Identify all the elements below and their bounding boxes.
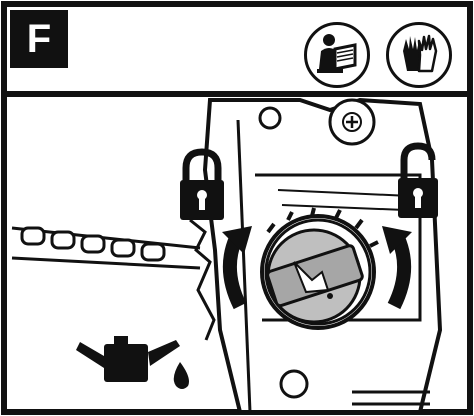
illustration-canvas [0, 94, 474, 416]
step-letter-badge: F [10, 10, 68, 68]
oil-can-icon [76, 336, 189, 389]
read-manual-icon [304, 22, 370, 88]
saw-chain [12, 220, 214, 340]
gloves-glyph [389, 25, 449, 85]
panel-header: F [0, 0, 474, 94]
chain-oil-cap-illustration [0, 94, 474, 416]
padlock-closed-icon [180, 152, 224, 220]
read-manual-glyph [307, 25, 367, 85]
wear-gloves-icon [386, 22, 452, 88]
